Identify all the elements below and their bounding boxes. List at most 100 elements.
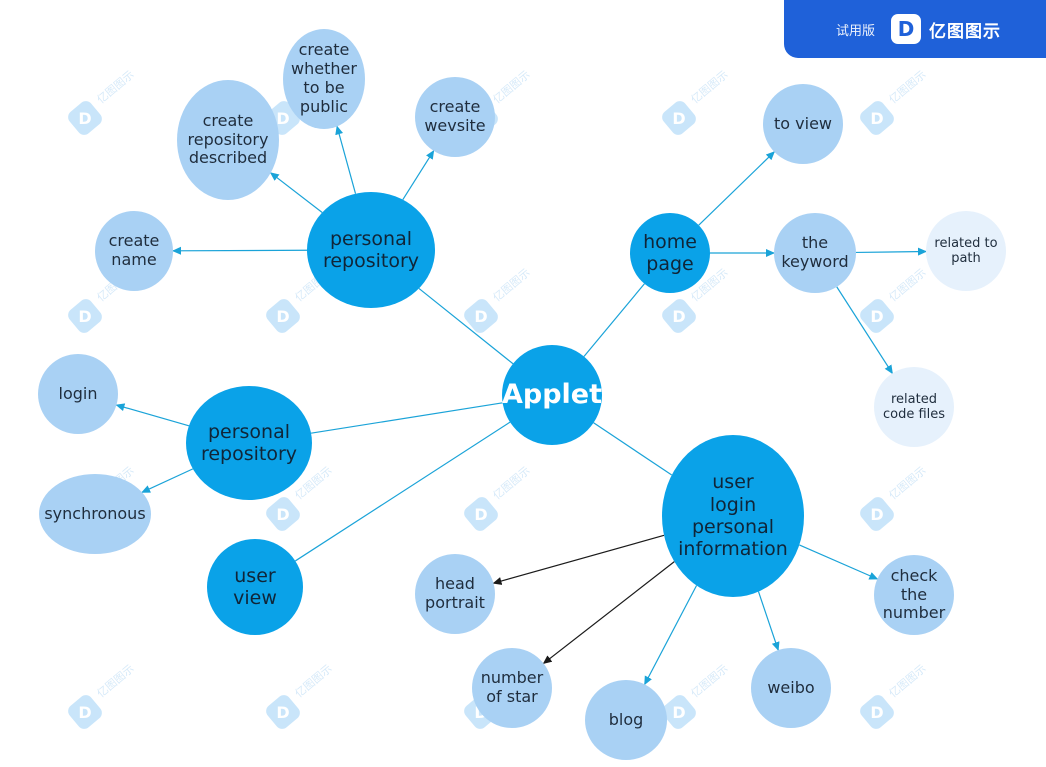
edge-keyword-to-path xyxy=(855,247,928,256)
node-portrait[interactable]: head portrait xyxy=(415,554,495,634)
svg-text:D: D xyxy=(276,307,289,326)
edge-repo_top-to-name xyxy=(171,246,308,255)
app-logo-icon: D xyxy=(891,14,922,44)
svg-text:亿图图示: 亿图图示 xyxy=(887,68,929,106)
node-label: related to path xyxy=(934,235,998,266)
edge-repo_top-to-described xyxy=(269,172,323,213)
svg-text:亿图图示: 亿图图示 xyxy=(689,662,731,700)
svg-text:D: D xyxy=(672,703,685,722)
node-label: login xyxy=(58,383,98,403)
svg-text:亿图图示: 亿图图示 xyxy=(491,464,533,502)
svg-text:亿图图示: 亿图图示 xyxy=(887,266,929,304)
brand-bar[interactable]: 试用版 D 亿图图示 xyxy=(784,0,1046,58)
node-website[interactable]: create wevsite xyxy=(415,77,495,157)
svg-text:亿图图示: 亿图图示 xyxy=(95,68,137,106)
product-name: 亿图图示 xyxy=(929,21,1002,42)
node-label: create name xyxy=(108,231,160,269)
svg-text:亿图图示: 亿图图示 xyxy=(887,662,929,700)
edges-layer xyxy=(115,125,928,686)
edge-applet-to-home xyxy=(583,283,645,357)
node-label: user login personal information xyxy=(678,471,788,561)
node-label: home page xyxy=(643,230,697,275)
node-label: related code files xyxy=(882,391,946,422)
node-repo-top[interactable]: personal repository xyxy=(307,192,435,308)
svg-text:D: D xyxy=(276,505,289,524)
edge-applet-to-repo_left xyxy=(310,402,503,434)
svg-text:D: D xyxy=(870,307,883,326)
svg-text:亿图图示: 亿图图示 xyxy=(887,464,929,502)
node-label: number of star xyxy=(480,668,544,706)
svg-text:D: D xyxy=(276,109,289,128)
node-label: to view xyxy=(774,113,832,133)
node-public[interactable]: create whether to be public xyxy=(283,29,365,129)
node-repo-left[interactable]: personal repository xyxy=(186,386,312,500)
svg-text:D: D xyxy=(78,307,91,326)
edge-applet-to-repo_top xyxy=(418,287,514,365)
edge-repo_top-to-website xyxy=(402,149,435,200)
edge-user_info-to-blog xyxy=(644,585,698,686)
node-label: the keyword xyxy=(781,233,849,271)
node-label: weibo xyxy=(767,677,815,697)
node-home[interactable]: home page xyxy=(630,213,710,293)
node-applet[interactable]: Applet xyxy=(502,345,602,445)
node-sync[interactable]: synchronous xyxy=(39,474,151,554)
edge-home-to-toview xyxy=(698,151,776,226)
node-label: user view xyxy=(233,564,277,609)
node-weibo[interactable]: weibo xyxy=(751,648,831,728)
svg-text:D: D xyxy=(276,703,289,722)
edge-repo_top-to-public xyxy=(335,125,357,194)
svg-text:D: D xyxy=(474,505,487,524)
node-label: blog xyxy=(608,709,644,729)
node-stars[interactable]: number of star xyxy=(472,648,552,728)
node-codefiles[interactable]: related code files xyxy=(874,367,954,447)
node-label: head portrait xyxy=(425,574,485,612)
edge-keyword-to-codefiles xyxy=(836,286,893,375)
svg-text:D: D xyxy=(870,109,883,128)
node-name[interactable]: create name xyxy=(95,211,173,291)
node-label: Applet xyxy=(501,379,603,411)
svg-text:D: D xyxy=(870,505,883,524)
edge-repo_left-to-login xyxy=(115,403,190,427)
node-user-info[interactable]: user login personal information xyxy=(662,435,804,597)
node-keyword[interactable]: the keyword xyxy=(774,213,856,293)
svg-text:D: D xyxy=(474,307,487,326)
node-label: create whether to be public xyxy=(291,40,357,116)
node-label: personal repository xyxy=(322,227,420,272)
node-blog[interactable]: blog xyxy=(585,680,667,760)
svg-text:D: D xyxy=(78,703,91,722)
node-label: create repository described xyxy=(187,110,269,168)
trial-label: 试用版 xyxy=(836,23,876,39)
node-label: check the number xyxy=(882,565,946,623)
node-login[interactable]: login xyxy=(38,354,118,434)
node-toview[interactable]: to view xyxy=(763,84,843,164)
edge-user_info-to-weibo xyxy=(757,591,780,652)
svg-text:亿图图示: 亿图图示 xyxy=(689,68,731,106)
node-user-view[interactable]: user view xyxy=(207,539,303,635)
svg-text:亿图图示: 亿图图示 xyxy=(293,662,335,700)
node-label: personal repository xyxy=(200,420,298,465)
node-described[interactable]: create repository described xyxy=(177,80,279,200)
node-path[interactable]: related to path xyxy=(926,211,1006,291)
edge-user_info-to-stars xyxy=(542,561,675,665)
svg-text:D: D xyxy=(870,703,883,722)
svg-text:D: D xyxy=(672,109,685,128)
node-label: create wevsite xyxy=(424,97,486,135)
svg-text:D: D xyxy=(672,307,685,326)
svg-text:亿图图示: 亿图图示 xyxy=(491,68,533,106)
svg-text:D: D xyxy=(78,109,91,128)
svg-text:亿图图示: 亿图图示 xyxy=(95,662,137,700)
node-checknum[interactable]: check the number xyxy=(874,555,954,635)
edge-applet-to-user_view xyxy=(294,421,511,562)
edge-user_info-to-checknum xyxy=(799,544,879,580)
